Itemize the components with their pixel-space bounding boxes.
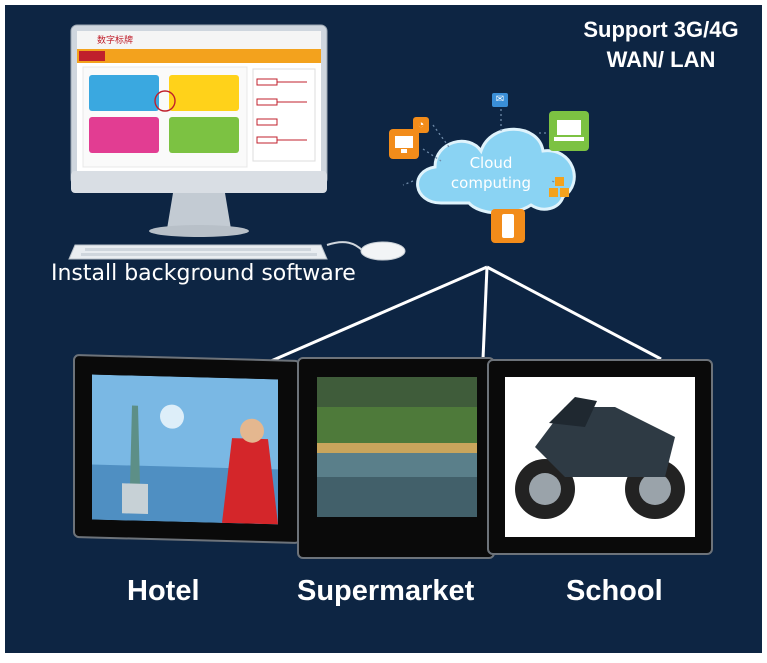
blocks-icon	[547, 177, 573, 201]
computer-screen-title: 数字标牌	[97, 36, 134, 46]
support-line-2: WAN/ LAN	[606, 47, 716, 72]
install-caption: Install background software	[51, 261, 356, 286]
canvas: Support 3G/4G WAN/ LAN	[5, 5, 762, 653]
label-supermarket: Supermarket	[297, 575, 475, 607]
label-school: School	[566, 575, 663, 607]
connection-lines	[270, 265, 662, 363]
support-text: Support 3G/4G WAN/ LAN	[571, 17, 751, 73]
laptop-icon	[549, 111, 589, 151]
display-hotel	[73, 354, 301, 544]
desktop-computer	[68, 24, 406, 261]
cloud-label: Cloud computing	[441, 153, 541, 193]
cloud-label-line-1: Cloud	[469, 154, 513, 172]
rss-icon: ◔	[413, 117, 429, 133]
label-hotel: Hotel	[127, 575, 200, 607]
phone-icon	[491, 209, 525, 243]
mail-icon: ✉	[492, 93, 508, 107]
display-school	[487, 359, 713, 555]
monitor-icon	[389, 129, 419, 159]
display-supermarket	[297, 357, 495, 559]
cloud-label-line-2: computing	[450, 174, 532, 192]
support-line-1: Support 3G/4G	[583, 17, 739, 42]
